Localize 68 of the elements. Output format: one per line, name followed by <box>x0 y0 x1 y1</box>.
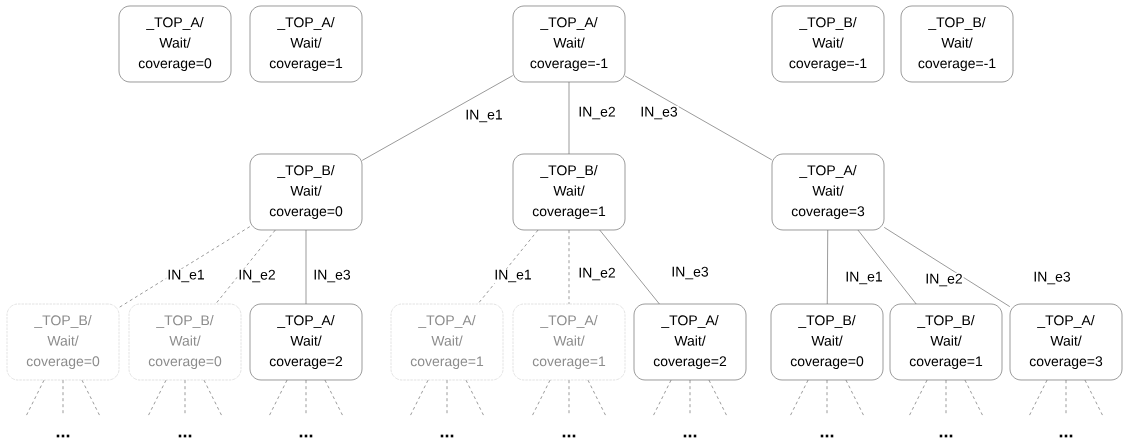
tree-edge <box>568 230 570 304</box>
tree-edge <box>362 75 513 161</box>
tree-edge <box>25 380 45 417</box>
tree-edge <box>827 230 828 304</box>
edge-label: IN_e1 <box>493 268 533 284</box>
tree-edge <box>119 226 250 308</box>
ellipsis-text: ... <box>440 434 454 438</box>
edge-label: IN_e3 <box>639 105 679 121</box>
edge-label: IN_e2 <box>237 268 277 284</box>
tree-edge <box>652 380 672 417</box>
tree-edge <box>215 230 276 304</box>
ellipsis-text: ... <box>178 434 192 438</box>
ellipsis-text: ... <box>562 434 576 438</box>
state-box: _TOP_A/ Wait/ coverage=0 <box>118 5 232 83</box>
tree-edge <box>268 380 288 417</box>
tree-edge <box>81 380 101 417</box>
tree-edge <box>587 380 607 417</box>
ellipsis-text: ... <box>56 434 70 438</box>
edge-label: IN_e2 <box>577 266 617 282</box>
state-box: _TOP_B/ Wait/ coverage=0 <box>770 303 884 381</box>
tree-edge <box>147 380 167 417</box>
state-box: _TOP_B/ Wait/ coverage=1 <box>512 153 626 231</box>
state-box: _TOP_B/ Wait/ coverage=0 <box>128 303 242 381</box>
state-box: _TOP_A/ Wait/ coverage=1 <box>512 303 626 381</box>
tree-edge <box>324 380 344 417</box>
edge-label: IN_e3 <box>1032 270 1072 286</box>
edge-label: IN_e1 <box>464 108 504 124</box>
tree-edge <box>531 380 551 417</box>
edge-label: IN_e1 <box>844 270 884 286</box>
ellipsis-text: ... <box>299 434 313 438</box>
state-box: _TOP_A/ Wait/ coverage=2 <box>633 303 747 381</box>
state-box: _TOP_A/ Wait/ coverage=3 <box>771 153 885 231</box>
tree-edge <box>857 230 917 304</box>
ellipsis-text: ... <box>1059 434 1073 438</box>
edge-label: IN_e2 <box>924 272 964 288</box>
tree-edge <box>625 75 772 161</box>
ellipsis-text: ... <box>683 434 697 438</box>
tree-edge <box>409 380 429 417</box>
tree-edge <box>203 380 223 417</box>
state-box: _TOP_A/ Wait/ coverage=1 <box>390 303 504 381</box>
tree-edge <box>789 380 809 417</box>
tree-edge <box>708 380 728 417</box>
tree-edge <box>599 230 660 304</box>
state-box: _TOP_B/ Wait/ coverage=-1 <box>900 5 1014 83</box>
state-box: _TOP_A/ Wait/ coverage=-1 <box>512 5 626 83</box>
tree-edge <box>845 380 865 417</box>
tree-edge <box>477 230 539 304</box>
edge-label: IN_e3 <box>312 268 352 284</box>
edge-label: IN_e3 <box>670 265 710 281</box>
state-box: _TOP_A/ Wait/ coverage=3 <box>1009 303 1123 381</box>
tree-edge <box>305 230 307 304</box>
tree-edge <box>1084 380 1104 417</box>
state-box: _TOP_B/ Wait/ coverage=-1 <box>771 5 885 83</box>
tree-edge <box>568 82 570 154</box>
tree-edge <box>908 380 928 417</box>
tree-edge <box>465 380 485 417</box>
state-box: _TOP_A/ Wait/ coverage=2 <box>249 303 363 381</box>
tree-edge <box>1028 380 1048 417</box>
ellipsis-text: ... <box>939 434 953 438</box>
tree-edge <box>884 227 1010 307</box>
state-box: _TOP_B/ Wait/ coverage=1 <box>889 303 1003 381</box>
edge-label: IN_e2 <box>577 105 617 121</box>
state-box: _TOP_B/ Wait/ coverage=0 <box>6 303 120 381</box>
state-box: _TOP_A/ Wait/ coverage=1 <box>249 5 363 83</box>
state-box: _TOP_B/ Wait/ coverage=0 <box>249 153 363 231</box>
ellipsis-text: ... <box>820 434 834 438</box>
tree-edge <box>964 380 984 417</box>
edge-label: IN_e1 <box>166 268 206 284</box>
